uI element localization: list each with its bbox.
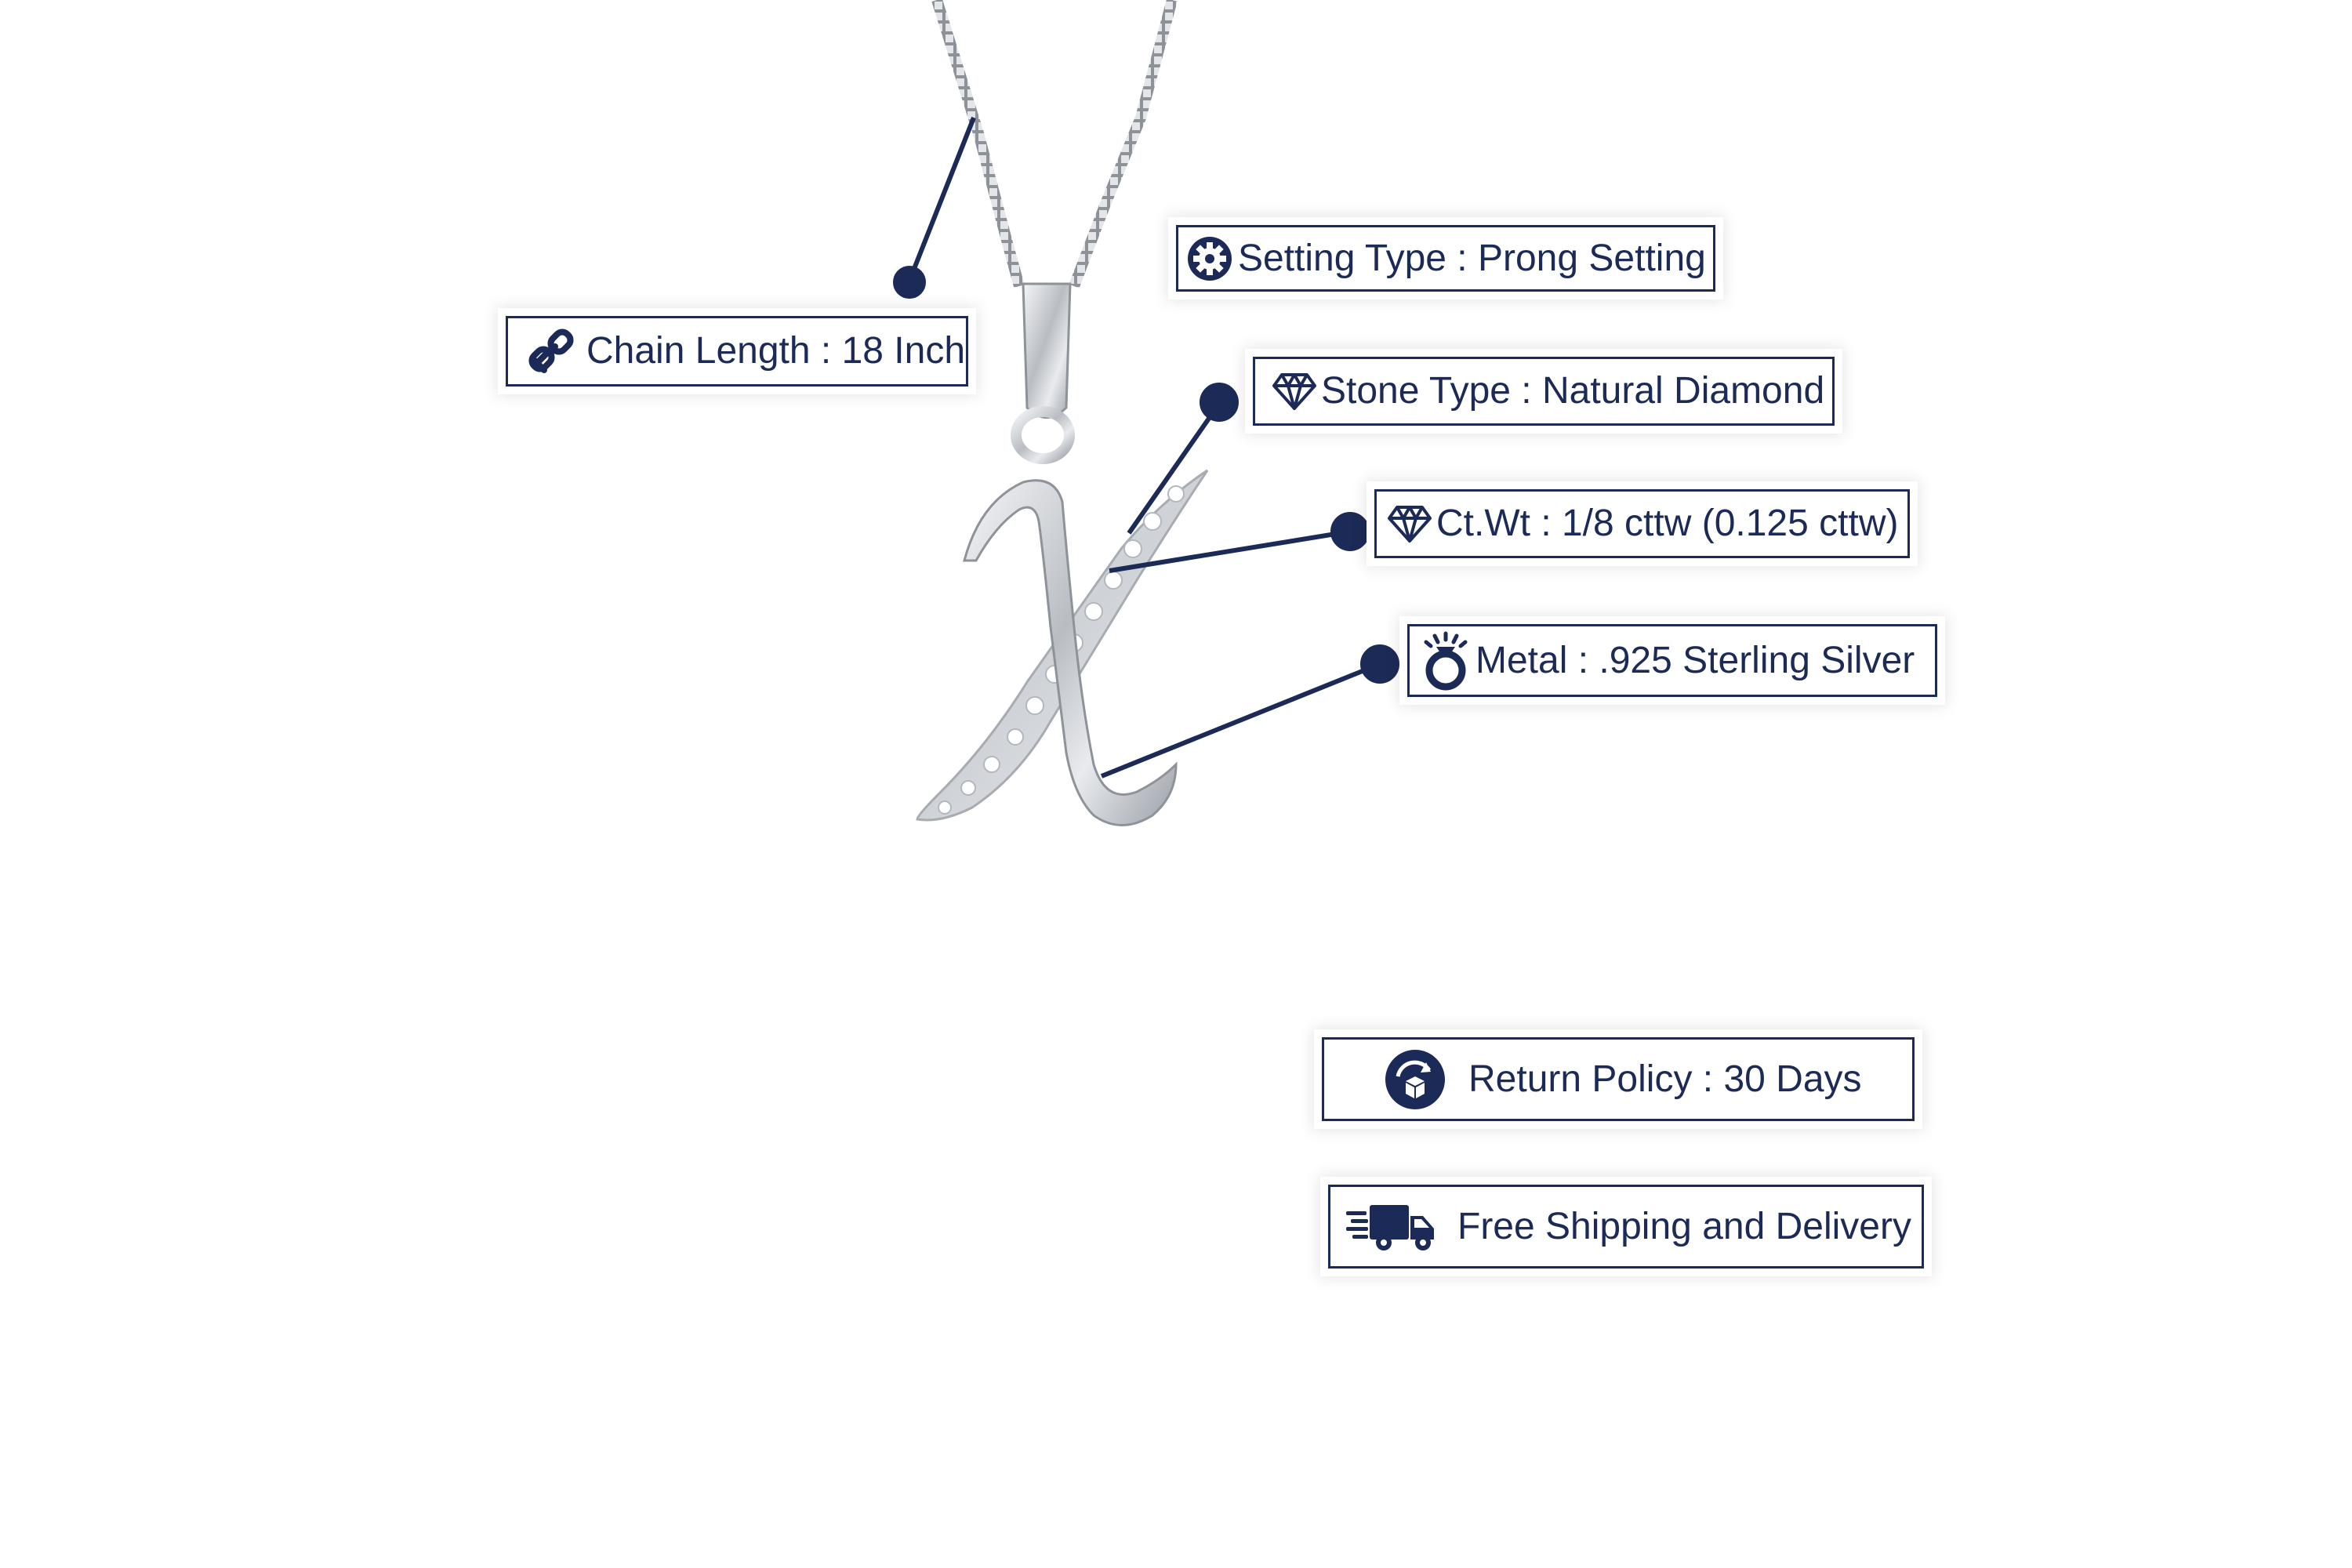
diamond-icon	[1388, 504, 1432, 543]
metal-label: Metal : .925 Sterling Silver	[1407, 624, 1937, 697]
return-box-icon	[1384, 1048, 1446, 1111]
callout-lines	[893, 116, 1399, 779]
delivery-truck-icon	[1345, 1202, 1437, 1252]
return-policy-text: Return Policy : 30 Days	[1468, 1058, 1862, 1100]
ring-icon	[1421, 631, 1471, 691]
chain-length-text: Chain Length : 18 Inch	[586, 330, 966, 372]
carat-weight-text: Ct.Wt : 1/8 cttw (0.125 cttw)	[1436, 503, 1899, 544]
jump-ring	[1011, 406, 1075, 464]
diamond-icon	[1272, 372, 1316, 411]
polished-stroke	[963, 479, 1178, 826]
setting-type-label: Setting Type : Prong Setting	[1176, 225, 1715, 292]
shipping-label: Free Shipping and Delivery	[1328, 1185, 1924, 1269]
carat-weight-label: Ct.Wt : 1/8 cttw (0.125 cttw)	[1374, 489, 1910, 558]
chain-link-icon	[527, 328, 582, 375]
return-policy-label: Return Policy : 30 Days	[1322, 1037, 1915, 1121]
chain-length-label: Chain Length : 18 Inch	[506, 316, 968, 387]
pendant-photo	[916, 0, 1209, 826]
setting-type-text: Setting Type : Prong Setting	[1238, 237, 1706, 279]
chain	[931, 0, 1025, 288]
stone-type-label: Stone Type : Natural Diamond	[1253, 357, 1835, 426]
bail	[1022, 282, 1072, 419]
stone-type-text: Stone Type : Natural Diamond	[1321, 370, 1825, 412]
chain	[1069, 0, 1178, 289]
metal-text: Metal : .925 Sterling Silver	[1475, 639, 1915, 681]
shipping-text: Free Shipping and Delivery	[1457, 1205, 1911, 1247]
gear-icon	[1186, 235, 1233, 282]
